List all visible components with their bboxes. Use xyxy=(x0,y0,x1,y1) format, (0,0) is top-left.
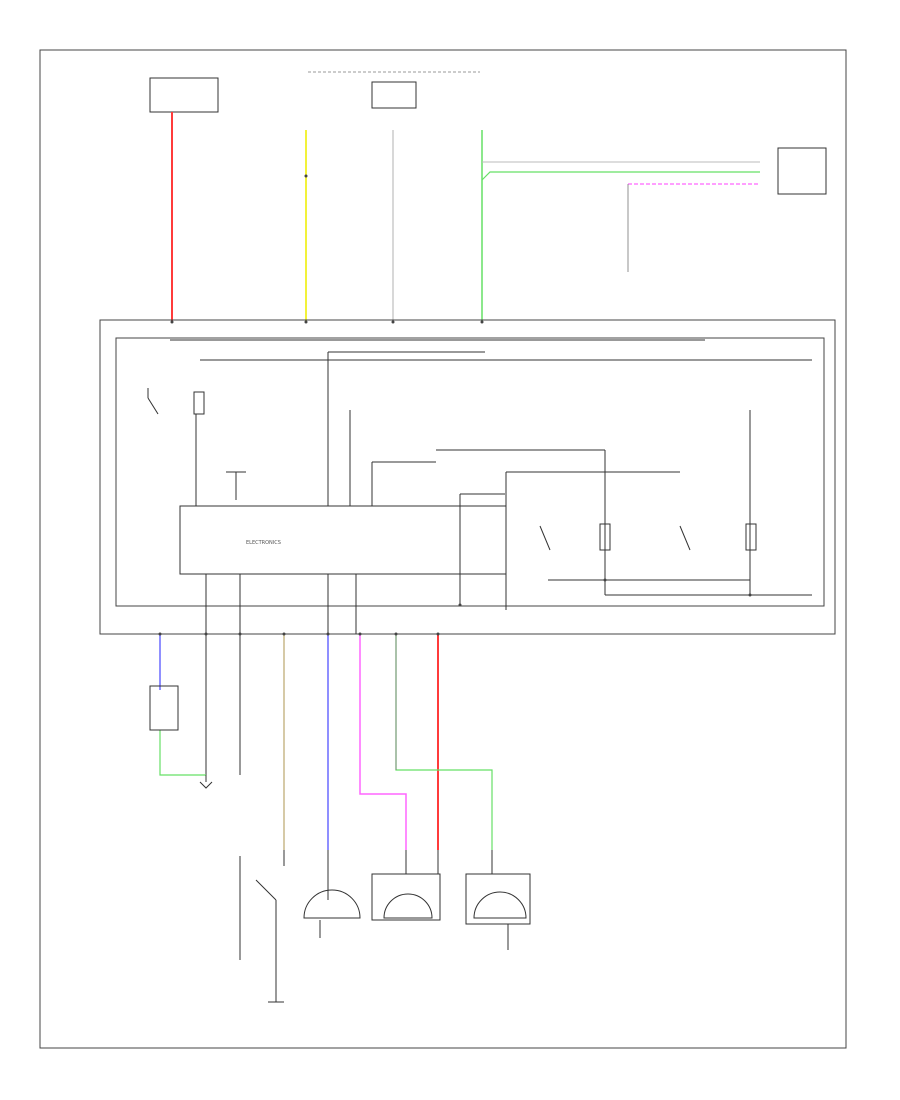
diagram-border xyxy=(39,49,847,1049)
fuse-block-top xyxy=(149,71,480,113)
gauge-1 xyxy=(303,889,361,938)
ground-symbol-left xyxy=(199,775,213,789)
ground-symbol-internal xyxy=(226,471,246,500)
wire-green-top-branch xyxy=(481,171,760,181)
wire-green-left xyxy=(159,730,206,776)
sensor-box-right xyxy=(777,147,827,195)
fuse-box-left xyxy=(149,77,219,113)
switch-left xyxy=(147,388,205,506)
module-inner xyxy=(115,337,825,607)
module-enclosure xyxy=(99,319,836,635)
fuse-box-middle xyxy=(371,81,417,109)
wire-green-bottom xyxy=(395,634,493,850)
gauge-2 xyxy=(371,873,441,921)
switch-right-1 xyxy=(539,523,611,551)
connector-dots xyxy=(158,174,752,636)
electronics-label: ELECTRONICS xyxy=(246,540,281,546)
switch-bottom-left xyxy=(239,856,284,1003)
gauge-3 xyxy=(465,873,531,950)
switch-right-2 xyxy=(679,523,757,551)
wire-pink xyxy=(359,634,407,850)
electronics-block xyxy=(179,505,507,575)
sensor-box-left xyxy=(149,685,179,731)
